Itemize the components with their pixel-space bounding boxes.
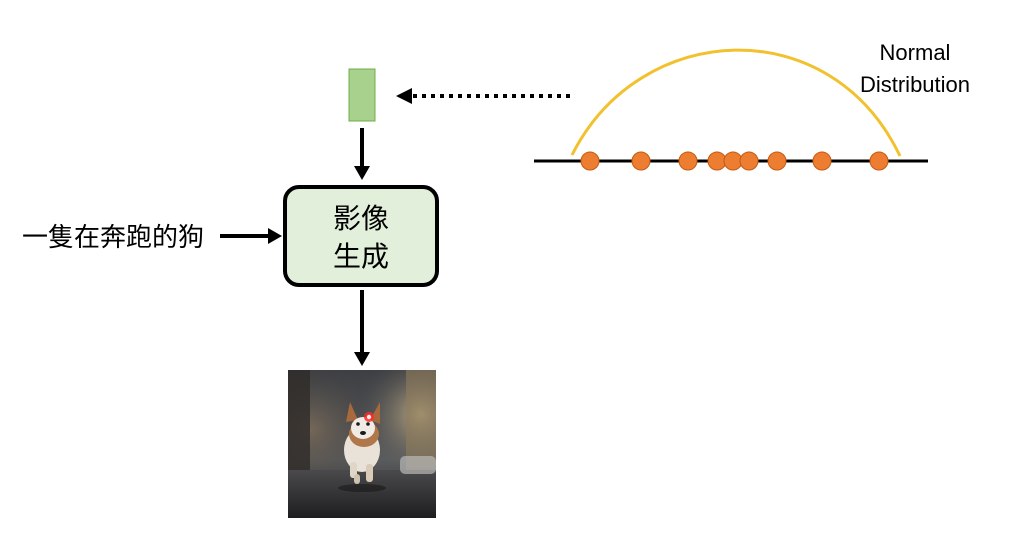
generator-label-line2: 生成 [333, 240, 389, 273]
sample-point [707, 151, 727, 171]
sample-point [580, 151, 600, 171]
sample-point [723, 151, 743, 171]
latent-vector [348, 68, 376, 122]
generator-label-line1: 影像 [333, 202, 389, 235]
generator-box [283, 185, 439, 287]
sample-point [678, 151, 698, 171]
distribution-label-line1: Normal [880, 40, 951, 65]
sample-points [580, 151, 889, 171]
sample-point [869, 151, 889, 171]
distribution-label-line2: Distribution [860, 72, 970, 97]
output-image [288, 370, 436, 518]
running-dog-photo-icon [288, 370, 436, 518]
sample-point [812, 151, 832, 171]
sample-point [767, 151, 787, 171]
latent-to-generator-arrowhead [354, 166, 370, 180]
prompt-text: 一隻在奔跑的狗 [22, 223, 204, 253]
normal-distribution-curve [570, 48, 902, 157]
generator-to-image-arrowhead [354, 352, 370, 366]
sample-point [739, 151, 759, 171]
sample-point [631, 151, 651, 171]
sample-arrowhead [396, 88, 412, 104]
prompt-arrowhead [268, 228, 282, 244]
